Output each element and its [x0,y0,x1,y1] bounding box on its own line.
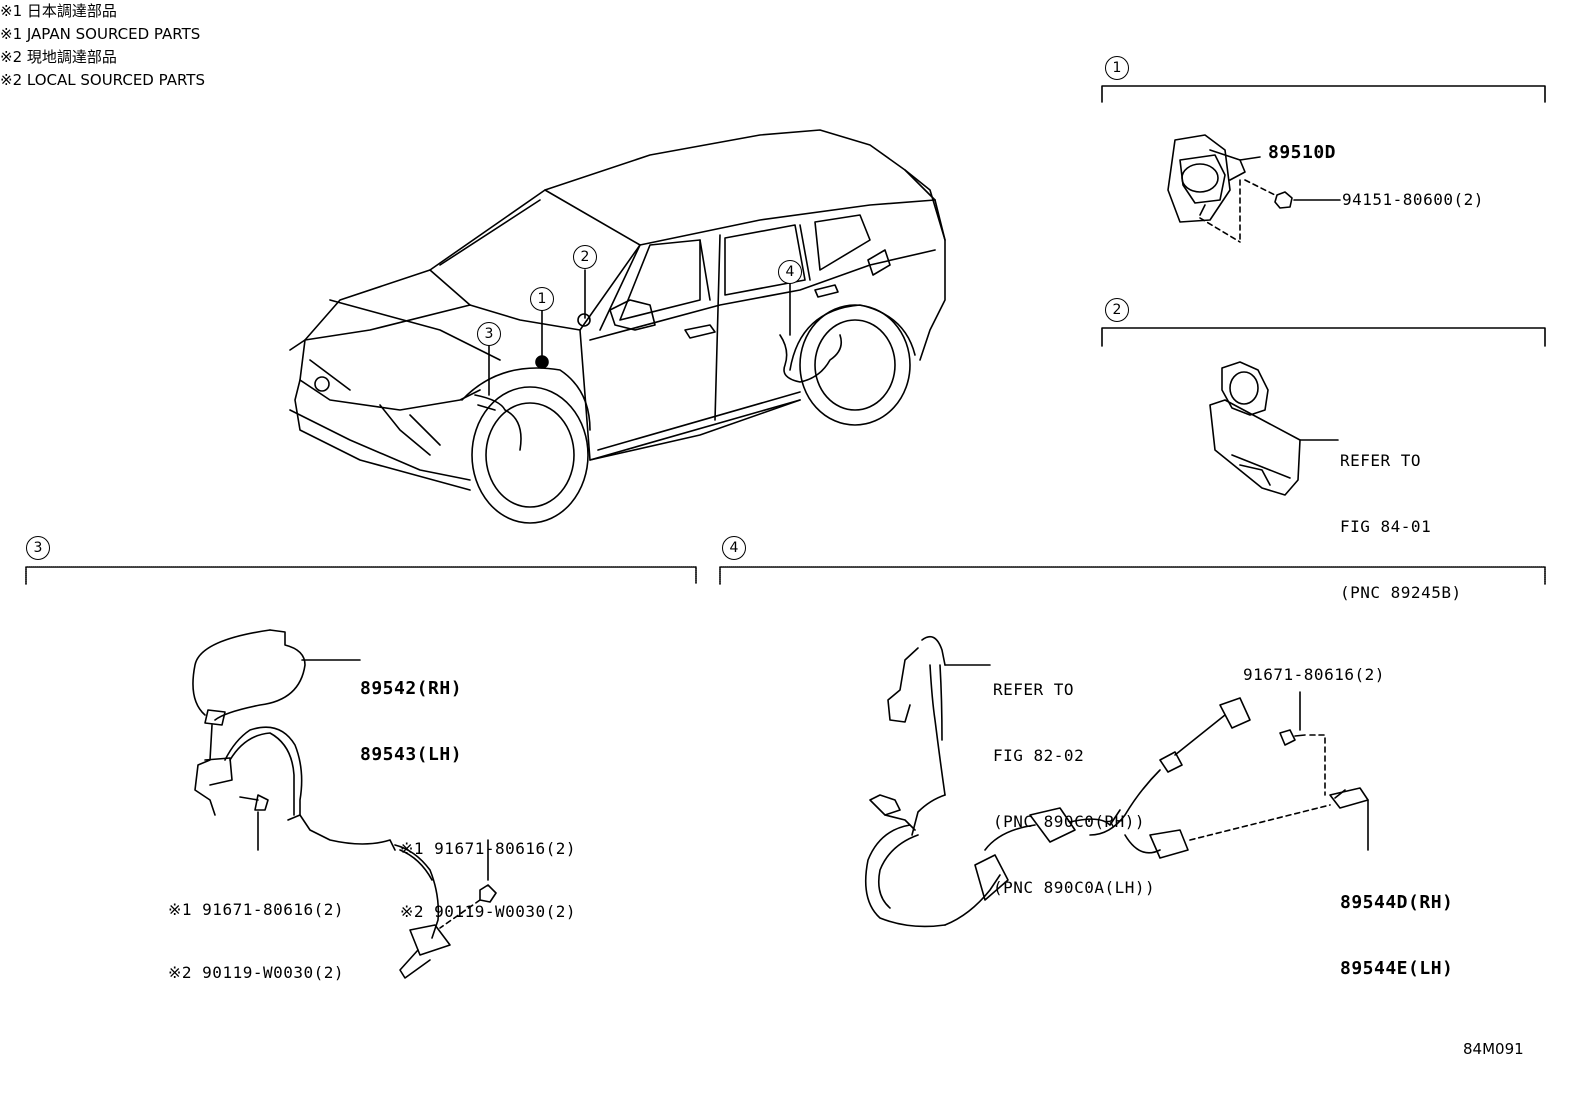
bolt-upper-local: ※2 90119-W0030(2) [400,902,577,921]
note-2: ※1 JAPAN SOURCED PARTS [0,25,201,43]
part-91671-80616: 91671-80616(2) [1243,665,1385,684]
part-89543-lh: 89543(LH) [360,744,463,765]
part-94151-80600: 94151-80600(2) [1342,190,1484,209]
note-3: ※2 現地調達部品 [0,48,117,66]
section-2-refer-block: REFER TO FIG 84-01 (PNC 89245B) [1340,406,1462,626]
section-3-callout: 3 [26,536,50,560]
section-2-bracket [1101,327,1546,347]
figure-id: 84M091 [1463,1040,1524,1058]
car-callout-3: 3 [477,322,501,346]
bolt-lower-japan: ※1 91671-80616(2) [168,900,345,919]
part-89544d-rh: 89544D(RH) [1340,892,1454,913]
rear-speed-sensor-drawing [864,635,1369,928]
section-2-callout: 2 [1105,298,1129,322]
vehicle-illustration [289,129,946,524]
bolt-lower-local: ※2 90119-W0030(2) [168,963,345,982]
section-1-bracket [1101,85,1546,103]
steering-sensor-drawing [1209,361,1339,496]
bolt-upper-japan: ※1 91671-80616(2) [400,839,577,858]
rear-sensor-part-numbers: 89544D(RH) 89544E(LH) [1340,848,1453,1002]
part-89544e-lh: 89544E(LH) [1340,958,1454,979]
part-89542-rh: 89542(RH) [360,678,463,699]
car-callout-2: 2 [573,245,597,269]
refer-line-3: (PNC 890C0(RH)) [993,812,1145,831]
section-4-bracket [719,566,1546,585]
front-bolt-upper-labels: ※1 91671-80616(2) ※2 90119-W0030(2) [400,796,576,943]
section-3-bracket [25,566,697,585]
yaw-rate-sensor-drawing [1167,134,1341,243]
section-1-callout: 1 [1105,56,1129,80]
notes-block: ※1 日本調達部品 ※1 JAPAN SOURCED PARTS ※2 現地調達… [0,0,1592,92]
note-1: ※1 日本調達部品 [0,2,117,20]
refer-line-1: REFER TO [993,680,1075,699]
refer-line-2: FIG 84-01 [1340,517,1432,536]
note-4: ※2 LOCAL SOURCED PARTS [0,71,205,89]
part-89510d: 89510D [1268,142,1337,163]
refer-line-3: (PNC 89245B) [1340,583,1462,602]
refer-line-1: REFER TO [1340,451,1422,470]
front-speed-sensor-drawing [192,629,497,979]
front-bolt-lower-labels: ※1 91671-80616(2) ※2 90119-W0030(2) [168,857,344,1004]
section-4-refer-block: REFER TO FIG 82-02 (PNC 890C0(RH)) (PNC … [993,635,1155,921]
section-4-callout: 4 [722,536,746,560]
refer-line-2: FIG 82-02 [993,746,1085,765]
front-sensor-part-numbers: 89542(RH) 89543(LH) [360,634,462,788]
car-callout-4: 4 [778,260,802,284]
refer-line-4: (PNC 890C0A(LH)) [993,878,1156,897]
car-callout-1: 1 [530,287,554,311]
